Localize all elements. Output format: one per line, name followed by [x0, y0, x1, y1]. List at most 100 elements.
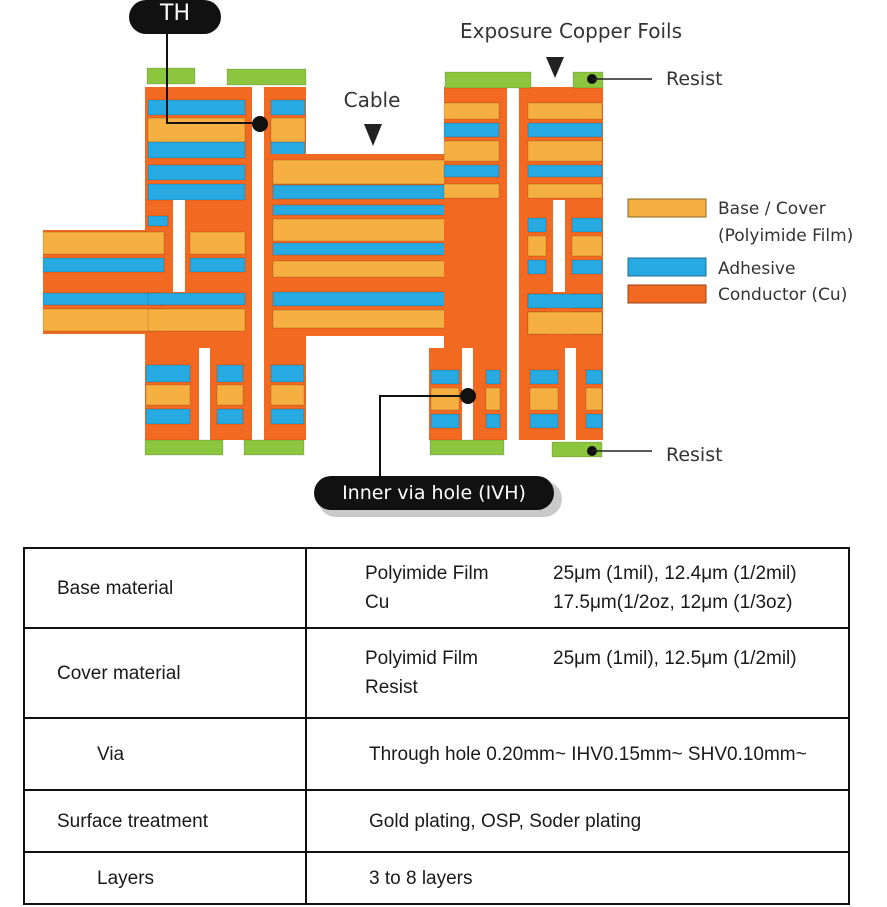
adhesive-layer	[147, 164, 246, 181]
cable-label: Cable	[344, 88, 401, 112]
adhesive-layer	[527, 259, 547, 275]
row-value-surface-treatment: Gold plating, OSP, Soder plating	[305, 789, 850, 853]
via-hole	[199, 348, 210, 440]
base-cover-layer	[527, 140, 603, 162]
adhesive-layer	[42, 257, 165, 273]
adhesive-layer	[189, 257, 246, 273]
adhesive-layer	[430, 413, 460, 429]
base-cover-layer	[42, 231, 165, 255]
legend-swatch-conductor	[627, 284, 707, 304]
resist-pad	[444, 71, 532, 89]
adhesive-layer	[527, 164, 603, 178]
row-value-layers: 3 to 8 layers	[305, 851, 850, 905]
ivh-leader-line	[379, 395, 466, 480]
adhesive-layer	[147, 183, 246, 201]
adhesive-layer	[571, 259, 603, 275]
resist-pad	[243, 439, 305, 456]
via-hole	[553, 200, 565, 292]
table-row: Via Through hole 0.20mm~ IHV0.15mm~ SHV0…	[23, 717, 850, 791]
base-cover-layer	[527, 183, 603, 199]
legend-swatch-base	[627, 198, 707, 218]
row-label-cover-material: Cover material	[23, 627, 307, 719]
adhesive-layer	[527, 217, 547, 233]
adhesive-layer	[147, 99, 246, 116]
base-cover-layer	[443, 140, 500, 162]
cover-material-type-2: Resist	[365, 677, 418, 698]
cover-material-type-1: Polyimid Film	[365, 648, 478, 669]
adhesive-layer	[585, 413, 603, 429]
base-cover-layer	[147, 308, 246, 332]
base-cover-layer	[270, 117, 306, 143]
th-callout: TH	[129, 0, 268, 132]
adhesive-layer	[443, 122, 500, 138]
legend-base-label: Base / Cover	[718, 199, 826, 219]
resist-top-label: Resist	[666, 68, 723, 90]
adhesive-layer	[527, 122, 603, 138]
row-label-surface-treatment: Surface treatment	[23, 789, 307, 853]
via-hole	[565, 348, 576, 440]
base-material-type-1: Polyimide Film	[365, 563, 489, 584]
base-cover-layer	[443, 102, 500, 120]
adhesive-layer	[270, 99, 306, 116]
base-material-value-2: 17.5μm(1/2oz, 12μm (1/3oz)	[553, 592, 793, 613]
ivh-callout: Inner via hole (IVH)	[314, 388, 562, 517]
adhesive-layer	[485, 413, 501, 429]
via-hole	[252, 87, 264, 440]
base-material-value-1: 25μm (1mil), 12.4μm (1/2mil)	[553, 563, 797, 584]
resist-pad	[144, 439, 224, 456]
adhesive-layer	[147, 215, 169, 227]
adhesive-layer	[270, 364, 305, 383]
base-material-type-2: Cu	[365, 592, 390, 613]
base-cover-layer	[527, 102, 603, 120]
row-value-via: Through hole 0.20mm~ IHV0.15mm~ SHV0.10m…	[305, 717, 850, 791]
adhesive-layer	[529, 369, 559, 385]
cable-arrow	[364, 124, 382, 146]
th-marker-dot	[252, 116, 268, 132]
legend-adhesive-label: Adhesive	[718, 259, 795, 279]
base-cover-layer	[270, 384, 305, 406]
adhesive-layer	[571, 217, 603, 233]
adhesive-layer	[270, 408, 305, 425]
base-cover-layer	[147, 117, 246, 143]
table-row: Layers 3 to 8 layers	[23, 851, 850, 905]
row-value-cover-material: Polyimid Film 25μm (1mil), 12.5μm (1/2mil…	[305, 627, 850, 719]
th-pill	[129, 0, 221, 34]
adhesive-layer	[585, 369, 603, 385]
surface-treatment-value: Gold plating, OSP, Soder plating	[369, 810, 642, 832]
base-cover-layer	[216, 384, 244, 406]
adhesive-layer	[430, 369, 460, 385]
via-hole	[173, 200, 185, 292]
legend-swatch-adhesive	[627, 257, 707, 277]
ivh-pill	[314, 476, 554, 510]
legend: Base / Cover (Polyimide Film) Adhesive C…	[627, 198, 853, 305]
base-cover-layer	[189, 231, 246, 255]
table-row: Cover material Polyimid Film 25μm (1mil),…	[23, 627, 850, 719]
base-cover-layer	[527, 235, 547, 257]
base-cover-layer	[585, 387, 603, 411]
spec-table: Base material Polyimide Film 25μm (1mil),…	[23, 547, 850, 905]
base-cover-layer	[527, 311, 603, 335]
adhesive-layer	[216, 408, 244, 425]
th-leader-line	[166, 34, 258, 124]
base-cover-layer	[443, 183, 500, 199]
base-cover-layer	[571, 235, 603, 257]
base-cover-layer	[145, 384, 191, 406]
resist-pad	[429, 439, 505, 456]
base-cover-layer	[485, 387, 501, 411]
row-label-base-material: Base material	[23, 547, 307, 629]
th-label: TH	[159, 1, 190, 26]
adhesive-layer	[42, 292, 165, 306]
adhesive-layer	[145, 408, 191, 425]
resist-pad	[226, 68, 307, 86]
via-hole	[507, 87, 519, 440]
cover-material-value-1: 25μm (1mil), 12.5μm (1/2mil)	[553, 648, 797, 669]
adhesive-layer	[147, 141, 246, 159]
adhesive-layer	[485, 369, 501, 385]
base-cover-layer	[529, 387, 559, 411]
adhesive-layer	[527, 293, 603, 309]
layer-stack	[42, 67, 604, 458]
ivh-marker-dot	[460, 388, 476, 404]
ivh-label: Inner via hole (IVH)	[342, 482, 526, 504]
table-row: Base material Polyimide Film 25μm (1mil),…	[23, 547, 850, 629]
resist-pad	[146, 67, 196, 85]
